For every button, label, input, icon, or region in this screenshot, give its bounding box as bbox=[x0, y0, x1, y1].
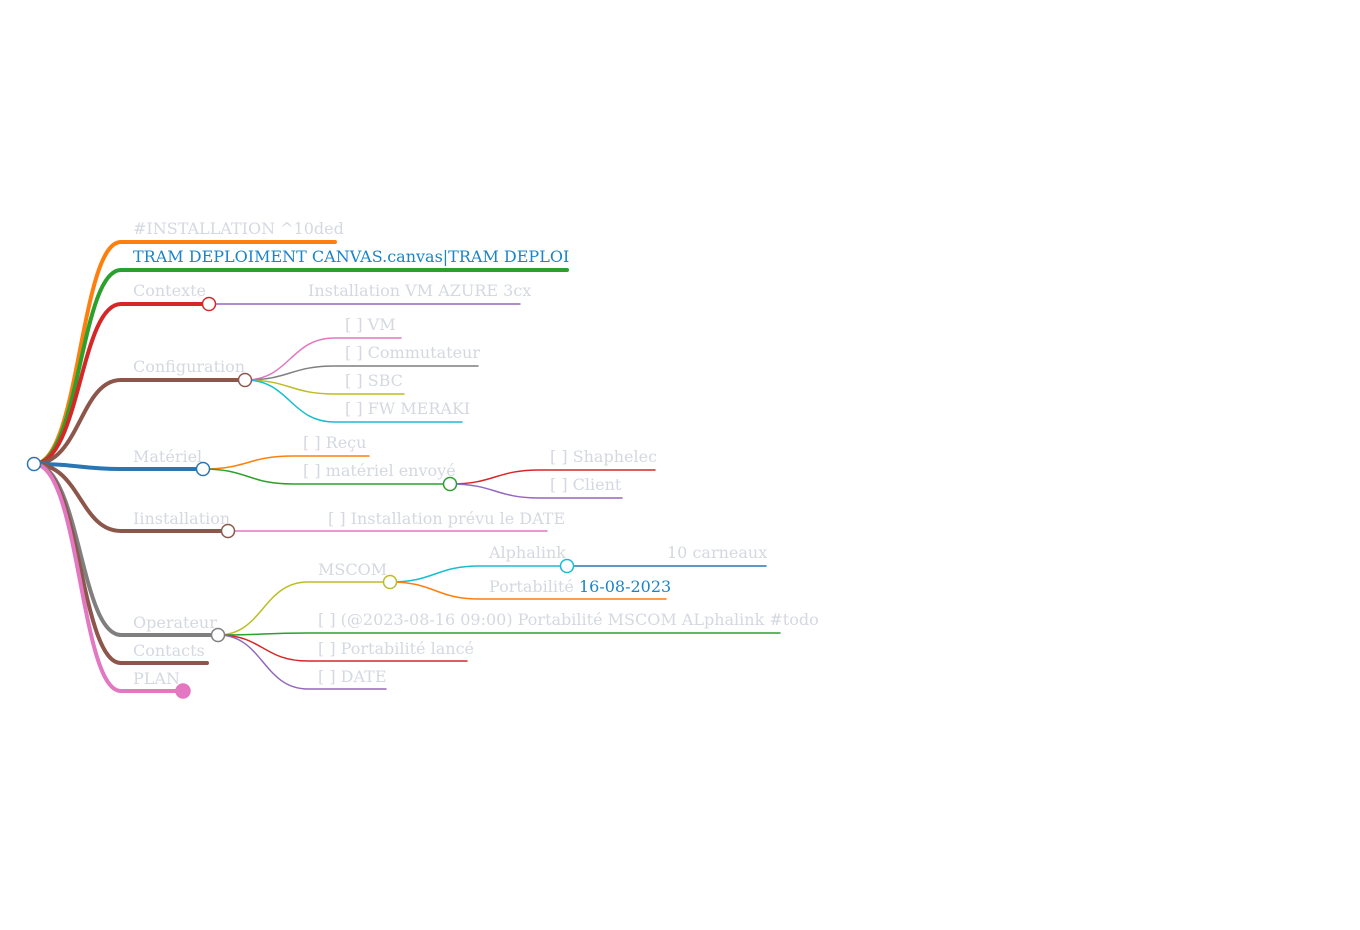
node-operateur[interactable]: Operateur bbox=[133, 613, 217, 632]
materiel-node-circle bbox=[195, 461, 211, 477]
edge-envoye-client bbox=[449, 483, 623, 499]
plan-node-circle bbox=[175, 683, 191, 699]
edge-portabilite bbox=[389, 581, 667, 600]
node-config-sbc[interactable]: [ ] SBC bbox=[345, 371, 403, 390]
node-op-date[interactable]: [ ] DATE bbox=[318, 667, 387, 686]
node-task-portabilite[interactable]: [ ] (@2023-08-16 09:00) Portabilité MSCO… bbox=[318, 610, 819, 629]
node-carneaux[interactable]: 10 carneaux bbox=[667, 543, 768, 562]
portabilite-date[interactable]: 16-08-2023 bbox=[578, 577, 672, 596]
node-contexte-child[interactable]: Installation VM AZURE 3cx bbox=[308, 281, 532, 300]
edge-mscom bbox=[217, 581, 391, 636]
edge-op-date bbox=[217, 634, 387, 690]
node-plan[interactable]: PLAN bbox=[133, 669, 180, 688]
edge-operateur bbox=[32, 462, 220, 637]
edge-config-sbc bbox=[244, 379, 405, 395]
contexte-node-circle bbox=[201, 296, 217, 312]
node-materiel[interactable]: Matériel bbox=[133, 447, 203, 466]
edge-envoye-shaphelec bbox=[449, 469, 656, 485]
node-portabilite[interactable]: Portabilité 16-08-2023 bbox=[489, 577, 671, 597]
node-iinstallation[interactable]: Iinstallation bbox=[133, 509, 231, 528]
edge-materiel-recu bbox=[202, 455, 370, 470]
node-configuration[interactable]: Configuration bbox=[133, 357, 246, 376]
node-materiel-recu[interactable]: [ ] Reçu bbox=[303, 433, 367, 452]
node-portabilite-lance[interactable]: [ ] Portabilité lancé bbox=[318, 639, 474, 658]
root-node-circle bbox=[26, 456, 42, 472]
edge-config-commutateur bbox=[244, 365, 479, 381]
materiel-envoye-node-circle bbox=[442, 476, 458, 492]
edge-installation-tag bbox=[32, 240, 337, 466]
node-config-fw[interactable]: [ ] FW MERAKI bbox=[345, 399, 471, 418]
node-alphalink[interactable]: Alphalink bbox=[489, 543, 566, 562]
iinstallation-node-circle bbox=[220, 523, 236, 539]
edge-portabilite-lance bbox=[217, 634, 468, 662]
node-contacts[interactable]: Contacts bbox=[133, 641, 205, 660]
edge-alphalink bbox=[389, 565, 568, 583]
node-config-vm[interactable]: [ ] VM bbox=[345, 315, 396, 334]
edge-iinstallation bbox=[32, 462, 230, 533]
configuration-node-circle bbox=[237, 372, 253, 388]
node-mscom[interactable]: MSCOM bbox=[318, 560, 388, 579]
edge-contexte bbox=[32, 302, 211, 466]
node-tram-link[interactable]: TRAM DEPLOIMENT CANVAS.canvas|TRAM DEPLO… bbox=[133, 247, 570, 266]
edge-materiel bbox=[32, 462, 205, 471]
alphalink-node-circle bbox=[559, 558, 575, 574]
edge-plan bbox=[32, 462, 185, 693]
node-materiel-envoye[interactable]: [ ] matériel envoyé bbox=[303, 461, 456, 480]
node-envoye-client[interactable]: [ ] Client bbox=[550, 475, 622, 494]
operateur-node-circle bbox=[210, 627, 226, 643]
edge-configuration bbox=[32, 378, 247, 466]
node-installation-tag[interactable]: #INSTALLATION ^10ded bbox=[133, 219, 344, 238]
node-installation-prevu[interactable]: [ ] Installation prévu le DATE bbox=[328, 509, 566, 528]
edge-task-portabilite bbox=[217, 632, 781, 636]
mscom-node-circle bbox=[382, 574, 398, 590]
node-envoye-shaphelec[interactable]: [ ] Shaphelec bbox=[550, 447, 658, 466]
edge-config-fw bbox=[244, 379, 463, 423]
portabilite-label: Portabilité bbox=[489, 577, 574, 596]
node-contexte[interactable]: Contexte bbox=[133, 281, 206, 300]
edge-materiel-envoye bbox=[202, 468, 451, 485]
edge-config-vm bbox=[244, 337, 402, 381]
node-config-commutateur[interactable]: [ ] Commutateur bbox=[345, 343, 480, 362]
